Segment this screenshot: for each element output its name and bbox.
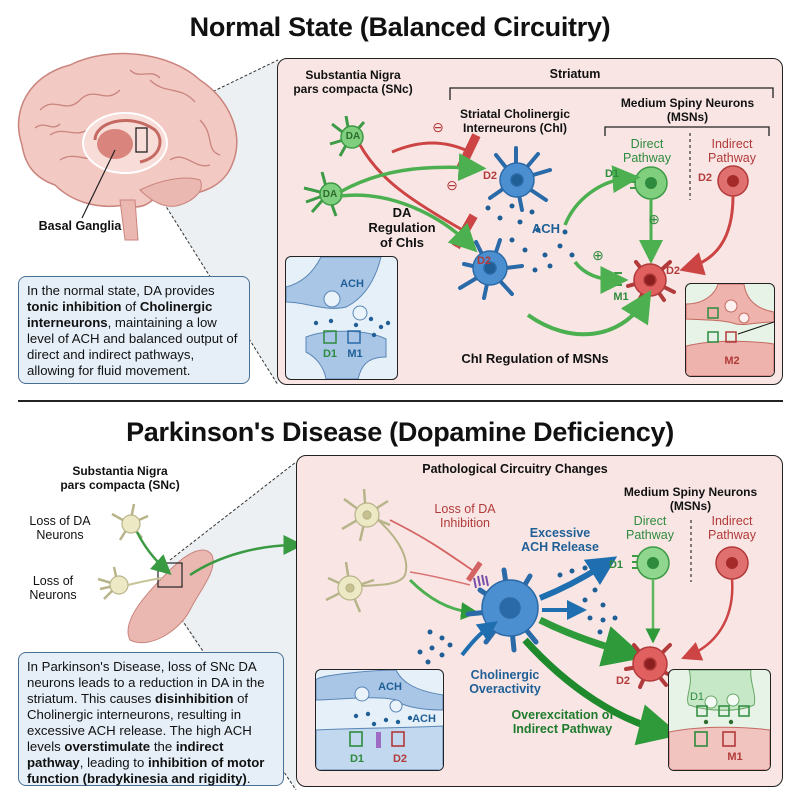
msn-label-parkinsons: Medium Spiny Neurons(MSNs) <box>623 485 758 513</box>
basal-ganglia-label: Basal Ganglia <box>38 219 122 233</box>
inset-m1-label: M1 <box>347 348 363 360</box>
inset-ach-label: ACH <box>340 278 364 290</box>
ach-dots-parkinsons <box>417 565 618 665</box>
synapse-inset-normal-right: M2 <box>685 283 775 377</box>
normal-description: In the normal state, DA provides tonic i… <box>18 276 250 384</box>
section-divider <box>18 400 783 402</box>
indirect-msn-neuron <box>679 165 749 276</box>
d2-receptor-label-parkinsons: D2 <box>615 675 631 687</box>
d2-receptor-label-target: D2 <box>665 265 681 277</box>
inset-m2-label: M2 <box>724 355 740 367</box>
normal-circuit-drawing <box>303 115 749 337</box>
d1-receptor-label-parkinsons: D1 <box>608 559 624 571</box>
da-neuron-label-2: DA <box>322 189 338 200</box>
msn-label-normal: Medium Spiny Neurons(MSNs) <box>620 96 755 124</box>
da-neuron-2 <box>303 171 343 217</box>
parkinsons-description: In Parkinson's Disease, loss of SNc DA n… <box>18 652 284 786</box>
inset-d1-label: D1 <box>322 348 338 360</box>
excite-sign-2: ⊕ <box>592 247 604 263</box>
pathological-title: Pathological Circuitry Changes <box>422 462 608 476</box>
d2-receptor-label-1: D2 <box>482 170 498 182</box>
target-msn-neuron-parkinsons <box>624 643 676 689</box>
inset-d1-label-parkinsons: D1 <box>349 753 365 765</box>
inset-m1-label-right: M1 <box>727 751 743 763</box>
chi-neuron-1 <box>488 146 552 212</box>
m1-receptor-label: M1 <box>613 291 629 303</box>
ach-label-normal: ACH <box>531 221 561 236</box>
synapse-inset-parkinsons-right: D1 M1 <box>668 669 771 771</box>
inset-ach-label-1: ACH <box>378 681 402 693</box>
striatum-bracket <box>449 87 774 200</box>
ach-dots-normal <box>485 203 575 273</box>
normal-state-title: Normal State (Balanced Circuitry) <box>189 12 611 42</box>
synapse-inset-normal-left: ACH D1 M1 <box>285 256 398 380</box>
inhibit-sign-1: ⊖ <box>432 119 444 135</box>
da-neuron-label-1: DA <box>345 131 361 142</box>
d1-receptor-label-normal: D1 <box>604 168 620 180</box>
brain-illustration <box>17 52 238 241</box>
d2-receptor-label-2: D2 <box>476 255 492 267</box>
inset-ach-label-2: ACH <box>412 713 436 725</box>
parkinsons-title: Parkinson's Disease (Dopamine Deficiency… <box>126 417 674 447</box>
inset-d2-label-parkinsons: D2 <box>392 753 408 765</box>
striatum-label: Striatum <box>549 67 601 81</box>
inhibit-sign-2: ⊖ <box>446 177 458 193</box>
da-neuron-1 <box>329 115 366 157</box>
d2-receptor-label-indirect: D2 <box>697 172 713 184</box>
chi-regulation-label: ChI Regulation of MSNs <box>461 351 609 366</box>
excite-sign-1: ⊕ <box>648 211 660 227</box>
chi-neuron-2 <box>458 238 524 300</box>
inset-d1-label-right: D1 <box>689 691 705 703</box>
synapse-inset-parkinsons-left: ACH ACH D1 D2 <box>315 669 444 771</box>
